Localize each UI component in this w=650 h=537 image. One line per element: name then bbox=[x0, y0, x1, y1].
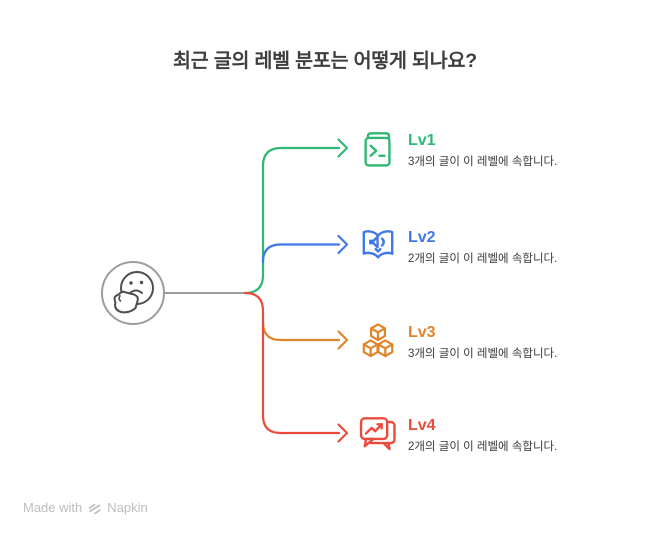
made-with-text: Made with bbox=[23, 500, 83, 515]
audio-book-icon bbox=[362, 230, 394, 259]
branch-row-lv2: Lv2 2개의 글이 이 레벨에 속합니다. bbox=[408, 228, 608, 266]
branch-line-lv1 bbox=[243, 138, 349, 295]
napkin-attribution: Made with Napkin bbox=[23, 500, 148, 515]
branch-label: Lv1 bbox=[408, 132, 436, 149]
napkin-logo-icon bbox=[89, 503, 101, 515]
branch-description: 2개의 글이 이 레벨에 속합니다. bbox=[408, 253, 558, 265]
arrowhead-icon bbox=[337, 330, 349, 350]
branch-description: 3개의 글이 이 레벨에 속합니다. bbox=[408, 156, 558, 168]
branch-description: 2개의 글이 이 레벨에 속합니다. bbox=[408, 441, 558, 453]
arrowhead-icon bbox=[337, 138, 349, 158]
branch-label: Lv4 bbox=[408, 417, 436, 434]
chat-growth-icon bbox=[359, 417, 396, 451]
branch-row-lv1: Lv1 3개의 글이 이 레벨에 속합니다. bbox=[408, 131, 608, 169]
thinking-face-icon bbox=[101, 261, 165, 325]
branch-row-lv3: Lv3 3개의 글이 이 레벨에 속합니다. bbox=[408, 323, 608, 361]
branch-row-lv4: Lv4 2개의 글이 이 레벨에 속합니다. bbox=[408, 416, 608, 454]
branch-line-lv2 bbox=[261, 234, 349, 264]
brand-text: Napkin bbox=[107, 500, 148, 515]
arrowhead-icon bbox=[337, 234, 349, 255]
branch-label: Lv3 bbox=[408, 324, 436, 341]
branch-line-lv4 bbox=[243, 291, 349, 443]
branch-label: Lv2 bbox=[408, 229, 436, 246]
diagram-title: 최근 글의 레벨 분포는 어떻게 되나요? bbox=[173, 50, 477, 72]
code-book-icon bbox=[364, 132, 391, 167]
branch-description: 3개의 글이 이 레벨에 속합니다. bbox=[408, 348, 558, 360]
cubes-icon bbox=[362, 323, 394, 358]
branch-line-lv3 bbox=[261, 321, 349, 350]
arrowhead-icon bbox=[337, 423, 349, 443]
